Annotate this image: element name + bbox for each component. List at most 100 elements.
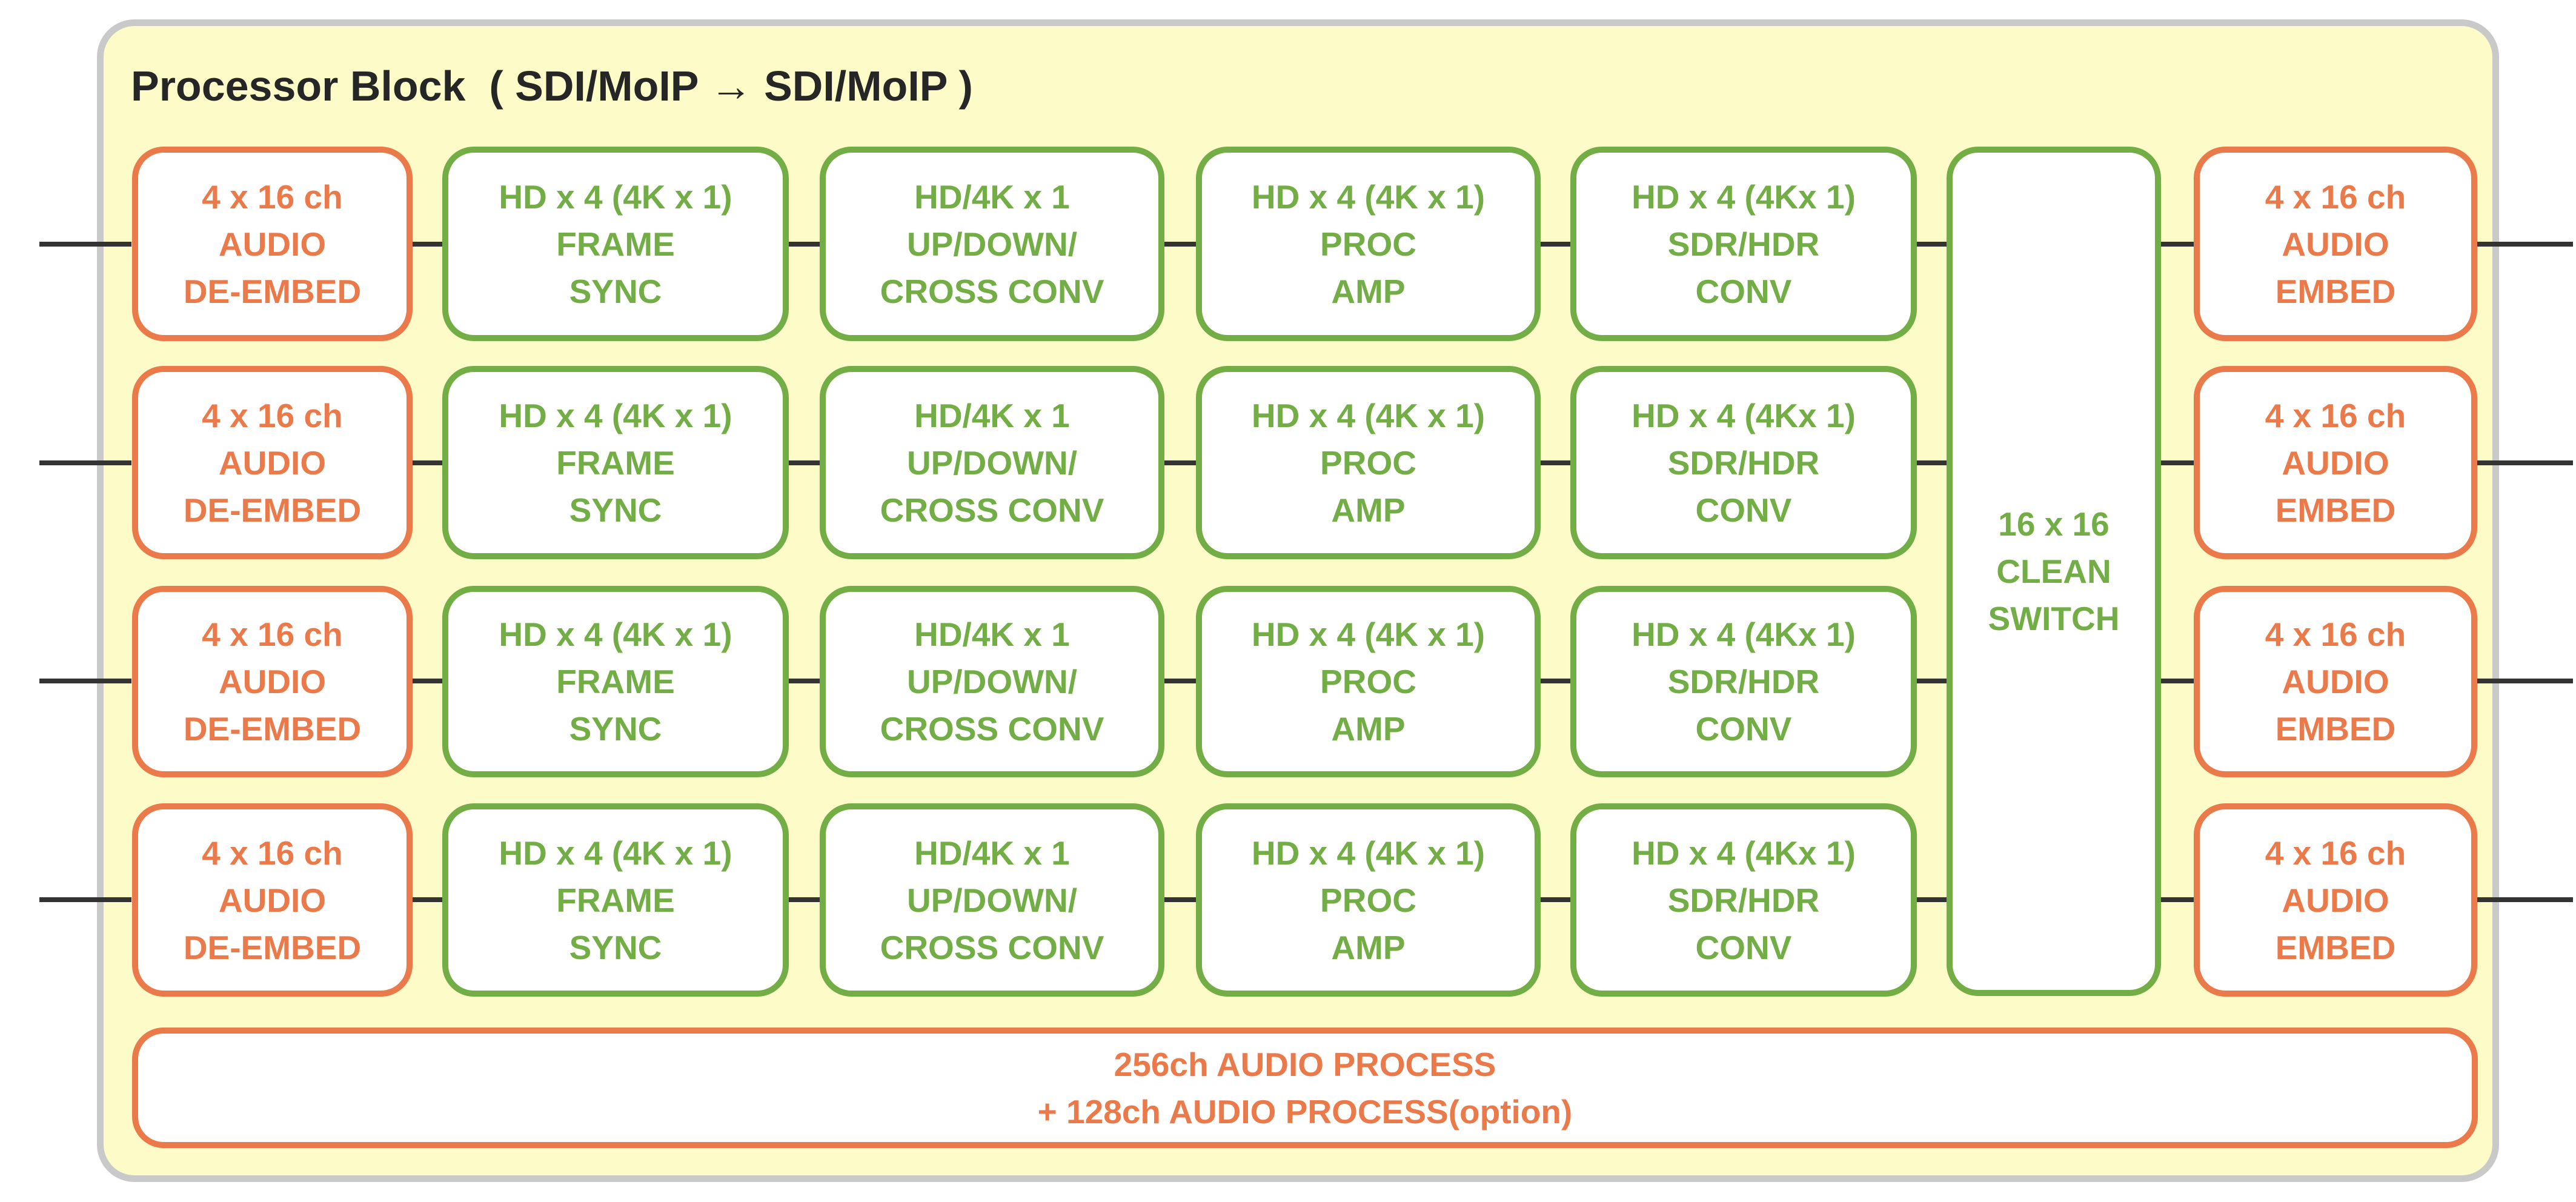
block-label-line: CONV [1695,491,1792,529]
block-label-line: AUDIO [218,443,327,482]
block-label-line: DE-EMBED [183,272,362,310]
block-label-line: CONV [1695,710,1792,748]
block-label-line: AUDIO [218,225,327,263]
block-label-line: AUDIO [2282,663,2389,700]
connector-line [413,897,442,902]
block-label-line: CROSS CONV [880,491,1104,529]
block-label-line: FRAME [556,663,675,700]
block-label-line: HD x 4 (4Kx 1) [1632,616,1856,653]
up-down-cross-conv-block: HD/4K x 1 UP/DOWN/CROSS CONV [820,147,1164,341]
input-line [39,242,131,247]
output-line [2477,460,2573,465]
block-label-line: CONV [1695,272,1792,310]
block-label-line: HD x 4 (4K x 1) [499,616,732,653]
block-label-line: SDR/HDR [1667,443,1820,482]
connector-line [413,679,442,683]
block-label-line: CONV [1695,928,1792,966]
connector-line [788,679,820,683]
block-label-line: AUDIO [218,663,327,700]
block-label-line: 16 x 16 [1998,505,2110,543]
block-label-line: SDR/HDR [1667,225,1820,263]
block-label-line: HD x 4 (4Kx 1) [1632,178,1856,216]
connector-line [1541,897,1570,902]
connector-line [413,460,442,465]
input-line [39,460,131,465]
block-label-line: SDR/HDR [1667,663,1820,700]
block-label-line: HD x 4 (4K x 1) [1251,396,1486,434]
block-label-line: AMP [1331,928,1406,966]
block-label-line: EMBED [2275,491,2396,529]
block-label-line: HD/4K x 1 [914,834,1070,872]
block-label-line: 256ch AUDIO PROCESS [1114,1045,1496,1083]
connector-line [1164,242,1196,247]
audio-deembed-block: 4 x 16 ch AUDIO DE-EMBED [132,147,413,341]
output-line [2477,897,2573,902]
block-label-line: UP/DOWN/ [906,225,1078,263]
audio-embed-block: 4 x 16 ch AUDIO EMBED [2194,147,2477,341]
block-label-line: AUDIO [218,881,327,919]
block-label-line: 4 x 16 ch [202,396,343,434]
up-down-cross-conv-block: HD/4K x 1 UP/DOWN/CROSS CONV [820,803,1164,997]
block-label-line: UP/DOWN/ [906,881,1078,919]
block-label-line: PROC [1320,225,1416,263]
diagram-title: Processor Block ( SDI/MoIP → SDI/MoIP ) [131,62,973,110]
connector-line [1541,679,1570,683]
connector-line [2161,897,2194,902]
block-label-line: SYNC [569,272,662,310]
block-label-line: AMP [1331,710,1406,748]
block-label-line: 4 x 16 ch [2265,834,2406,872]
block-label-line: FRAME [556,225,675,263]
block-label-line: CROSS CONV [880,272,1104,310]
block-label-line: HD/4K x 1 [914,178,1070,216]
audio-process-block: 256ch AUDIO PROCESS+ 128ch AUDIO PROCESS… [132,1028,2478,1148]
connector-line [2161,679,2194,683]
sdr-hdr-conv-block: HD x 4 (4Kx 1) SDR/HDR CONV [1570,147,1917,341]
block-label-line: HD/4K x 1 [914,396,1070,434]
block-label-line: AUDIO [2282,225,2389,263]
block-label-line: 4 x 16 ch [202,834,343,872]
connector-line [2161,242,2194,247]
block-label-line: CROSS CONV [880,710,1104,748]
connector-line [1164,460,1196,465]
block-label-line: CROSS CONV [880,928,1104,966]
connector-line [1541,242,1570,247]
block-label-line: HD x 4 (4Kx 1) [1632,834,1856,872]
block-label-line: EMBED [2275,272,2396,310]
input-line [39,897,131,902]
block-label-line: HD x 4 (4K x 1) [499,396,732,434]
block-label-line: SDR/HDR [1667,881,1820,919]
block-label-line: HD x 4 (4Kx 1) [1632,396,1856,434]
block-label-line: FRAME [556,443,675,482]
connector-line [1917,897,1947,902]
connector-line [1917,242,1947,247]
connector-line [1917,460,1947,465]
block-label-line: 4 x 16 ch [202,178,343,216]
connector-line [1164,679,1196,683]
block-label-line: DE-EMBED [183,491,362,529]
block-label-line: AMP [1331,491,1406,529]
block-label-line: EMBED [2275,928,2396,966]
block-label-line: HD x 4 (4K x 1) [1251,834,1486,872]
block-label-line: PROC [1320,663,1416,700]
block-label-line: 4 x 16 ch [2265,178,2406,216]
sdr-hdr-conv-block: HD x 4 (4Kx 1) SDR/HDR CONV [1570,586,1917,777]
sdr-hdr-conv-block: HD x 4 (4Kx 1) SDR/HDR CONV [1570,366,1917,559]
clean-switch-block: 16 x 16 CLEAN SWITCH [1947,147,2161,996]
block-label-line: CLEAN [1996,553,2111,590]
audio-embed-block: 4 x 16 ch AUDIO EMBED [2194,803,2477,997]
block-label-line: AUDIO [2282,881,2389,919]
connector-line [788,242,820,247]
block-label-line: AUDIO [2282,443,2389,482]
block-label-line: SWITCH [1988,600,2120,637]
connector-line [788,460,820,465]
block-label-line: 4 x 16 ch [2265,396,2406,434]
